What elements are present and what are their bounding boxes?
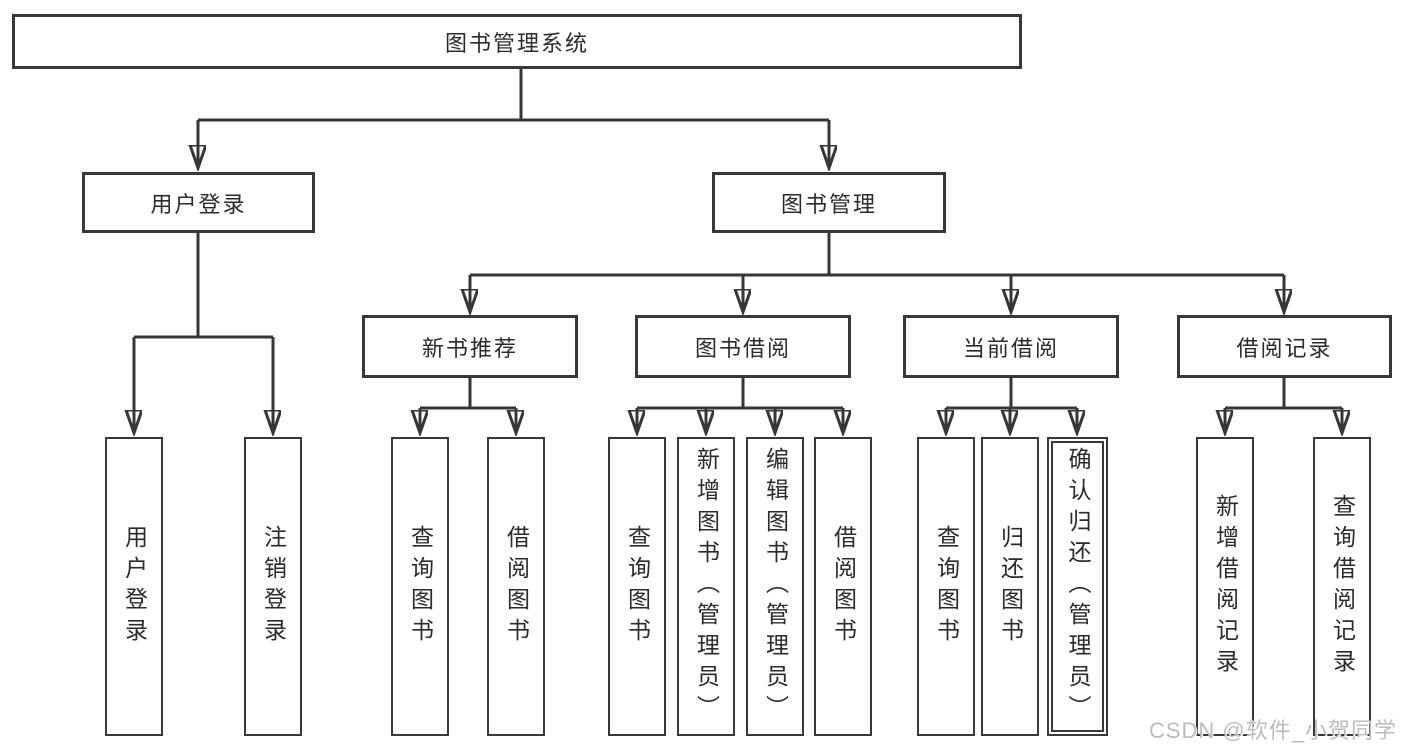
node-current-borrow: 当前借阅 bbox=[903, 315, 1119, 378]
node-current-borrow-label: 当前借阅 bbox=[962, 335, 1059, 361]
node-root-label: 图书管理系统 bbox=[444, 30, 589, 56]
leaf-borrow-query-books: 查询图书 bbox=[608, 437, 666, 736]
leaf-current-confirm-return-admin-label: 确认归还（管理员） bbox=[1065, 447, 1091, 726]
leaf-borrow-query-books-label: 查询图书 bbox=[624, 524, 651, 649]
watermark-text: CSDN @软件_小贺同学 bbox=[1148, 718, 1397, 743]
leaf-newbook-query-books-label: 查询图书 bbox=[407, 524, 434, 649]
leaf-borrow-borrow-books-label: 借阅图书 bbox=[830, 524, 857, 649]
node-book-borrow: 图书借阅 bbox=[635, 315, 851, 378]
node-borrow-records: 借阅记录 bbox=[1177, 315, 1392, 378]
leaf-current-query-books: 查询图书 bbox=[917, 437, 975, 736]
leaf-user-login: 用户登录 bbox=[105, 437, 163, 736]
node-new-book-recommend: 新书推荐 bbox=[362, 315, 578, 378]
leaf-records-query-record: 查询借阅记录 bbox=[1313, 437, 1371, 736]
node-borrow-records-label: 借阅记录 bbox=[1236, 335, 1333, 361]
leaf-current-return-books-label: 归还图书 bbox=[997, 524, 1024, 649]
leaf-records-query-record-label: 查询借阅记录 bbox=[1329, 493, 1356, 680]
leaf-newbook-borrow-books: 借阅图书 bbox=[487, 437, 545, 736]
leaf-current-return-books: 归还图书 bbox=[981, 437, 1039, 736]
node-book-management: 图书管理 bbox=[712, 172, 946, 233]
leaf-logout-login-label: 注销登录 bbox=[260, 524, 287, 649]
leaf-logout-login: 注销登录 bbox=[244, 437, 302, 736]
leaf-newbook-borrow-books-label: 借阅图书 bbox=[503, 524, 530, 649]
leaf-newbook-query-books: 查询图书 bbox=[391, 437, 449, 736]
leaf-records-add-record-label: 新增借阅记录 bbox=[1212, 493, 1239, 680]
node-book-management-label: 图书管理 bbox=[780, 191, 877, 217]
leaf-records-add-record: 新增借阅记录 bbox=[1196, 437, 1254, 736]
leaf-borrow-edit-books-admin-label: 编辑图书（管理员） bbox=[762, 447, 789, 726]
leaf-borrow-borrow-books: 借阅图书 bbox=[814, 437, 872, 736]
leaf-current-query-books-label: 查询图书 bbox=[933, 524, 960, 649]
node-book-borrow-label: 图书借阅 bbox=[694, 335, 791, 361]
leaf-borrow-add-books-admin-label: 新增图书（管理员） bbox=[693, 447, 720, 726]
node-user-login: 用户登录 bbox=[82, 172, 315, 233]
node-user-login-label: 用户登录 bbox=[150, 191, 247, 217]
leaf-borrow-add-books-admin: 新增图书（管理员） bbox=[677, 437, 735, 736]
node-root: 图书管理系统 bbox=[12, 14, 1022, 69]
node-new-book-recommend-label: 新书推荐 bbox=[421, 335, 518, 361]
leaf-user-login-label: 用户登录 bbox=[121, 524, 148, 649]
leaf-borrow-edit-books-admin: 编辑图书（管理员） bbox=[746, 437, 804, 736]
leaf-current-confirm-return-admin: 确认归还（管理员） bbox=[1047, 437, 1108, 736]
